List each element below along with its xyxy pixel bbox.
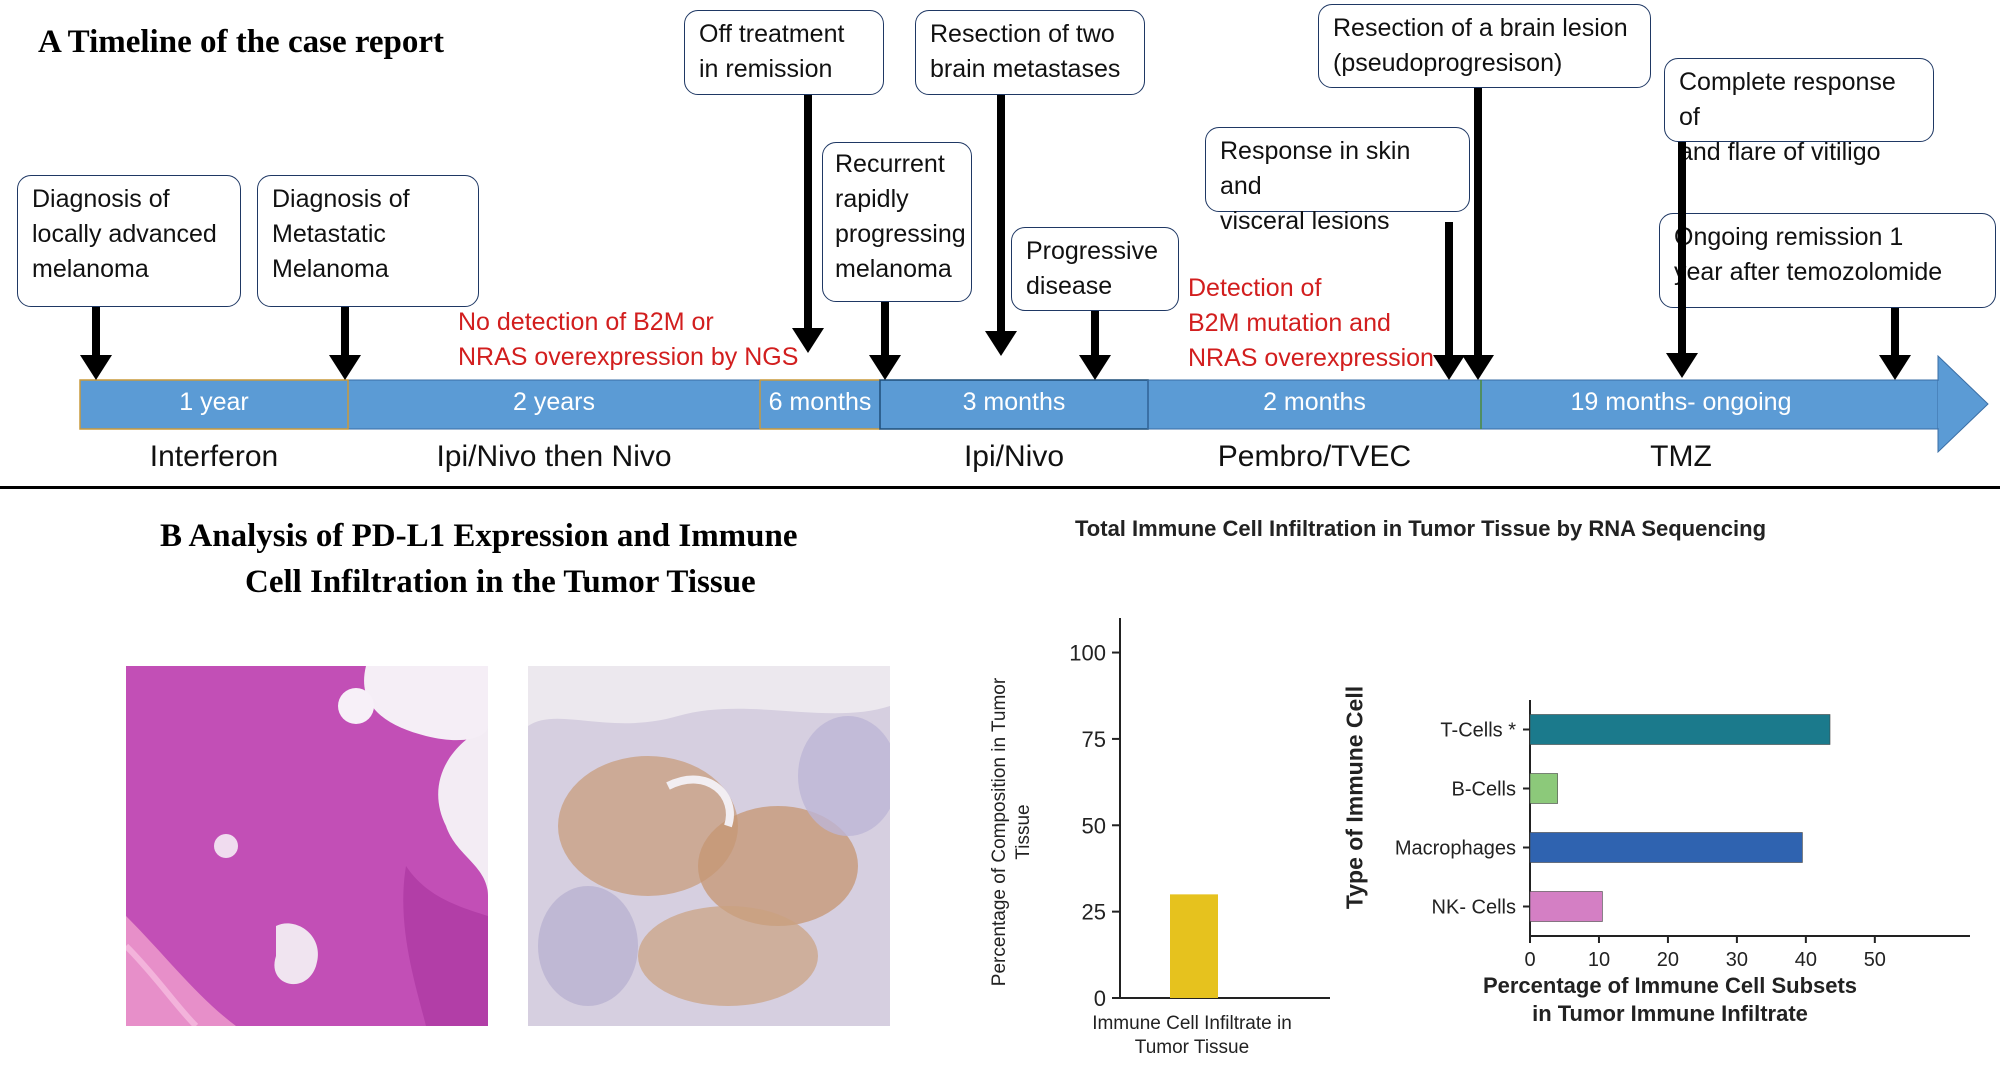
timeline-graphic [79,88,1989,454]
he-stain-image [126,666,488,1026]
chart-1-ytick-label: 0 [1094,986,1106,1011]
segment-label-5: 2 months [1263,388,1366,416]
treatment-ipi-nivo-then-nivo: Ipi/Nivo then Nivo [436,440,672,473]
chart-2-bar [1529,773,1558,804]
chart-1-title: Total Immune Cell Infiltration in Tumor … [1075,516,1767,541]
timeline-bar [79,354,1989,454]
chart-2-xtick-label: 10 [1588,949,1610,971]
chart-2-bar [1529,714,1831,745]
pdl1-ihc-image [528,666,890,1026]
chart-1-category-label: Immune Cell Infiltrate in Tumor Tissue [1092,1013,1292,1058]
segment-label-4: 3 months [962,388,1066,416]
chart-2-xlabel: Percentage of Immune Cell Subsets in Tum… [1482,973,1858,1026]
treatment-pembro-tvec: Pembro/TVEC [1217,440,1412,473]
chart-2-bar [1529,832,1803,863]
chart-2-category-label: NK- Cells [1432,897,1516,919]
chart-2-xtick-label: 0 [1524,949,1535,971]
segment-label-3: 6 months [768,388,872,416]
panel-a-title: A Timeline of the case report [38,24,445,60]
note-no-detection: No detection of B2M or NRAS overexpressi… [458,308,799,371]
event-ongoing-remission: Ongoing remission 1 year after temozolom… [1659,213,1996,308]
chart-2-xtick-label: 40 [1795,949,1817,971]
chart-1-bar [1170,894,1218,998]
segment-1-year [79,379,349,430]
chart-2-ylabel: Type of Immune Cell [1341,685,1368,910]
chart-2-xtick-label: 20 [1657,949,1679,971]
note-detection: Detection of B2M mutation and NRAS overe… [1188,274,1434,372]
panel-b-title-line1: B Analysis of PD-L1 Expression and Immun… [160,518,798,554]
panel-b-title-line2: Cell Infiltration in the Tumor Tissue [245,564,756,600]
segment-3-months [879,379,1149,430]
treatment-ipi-nivo: Ipi/Nivo [963,440,1065,473]
segment-label-1: 1 year [179,388,249,416]
chart-2-category-label: B-Cells [1452,779,1516,801]
treatment-interferon: Interferon [149,440,279,473]
chart-1-ylabel: Percentage of Composition in Tumor Tissu… [989,677,1034,987]
segment-label-2: 2 years [513,388,595,416]
event-response-skin: Response in skin and visceral lesions [1205,127,1470,235]
event-off-treatment: Off treatment in remission [684,10,884,95]
treatment-tmz: TMZ [1650,440,1712,473]
segment-label-6: 19 months- ongoing [1570,388,1792,416]
chart-2-bar [1529,891,1603,922]
chart-2-xtick-label: 50 [1864,949,1886,971]
chart-1-ytick-label: 100 [1069,641,1106,666]
event-diagnosis-metastatic: Diagnosis of Metastatic Melanoma [257,175,479,307]
event-resection-brain: Resection of a brain lesion (pseudoprogr… [1318,4,1651,88]
event-resection-two: Resection of two brain metastases [915,10,1145,95]
timeline-arrowhead [1937,354,1989,454]
chart-2-xtick-label: 30 [1726,949,1748,971]
event-progressive: Progressive disease [1011,227,1179,311]
chart-1-ytick-label: 50 [1082,813,1106,838]
panel-divider [0,486,2000,489]
chart-2-category-label: T-Cells * [1440,720,1516,742]
event-diagnosis-local: Diagnosis of locally advanced melanoma [17,175,241,307]
chart-1-ytick-label: 25 [1082,900,1106,925]
event-recurrent: Recurrent rapidly progressing melanoma [822,142,972,302]
chart-total-infiltration: 0 25 50 75 100 [1069,618,1330,1011]
chart-2-category-label: Macrophages [1395,838,1516,860]
chart-1-ytick-label: 75 [1082,727,1106,752]
